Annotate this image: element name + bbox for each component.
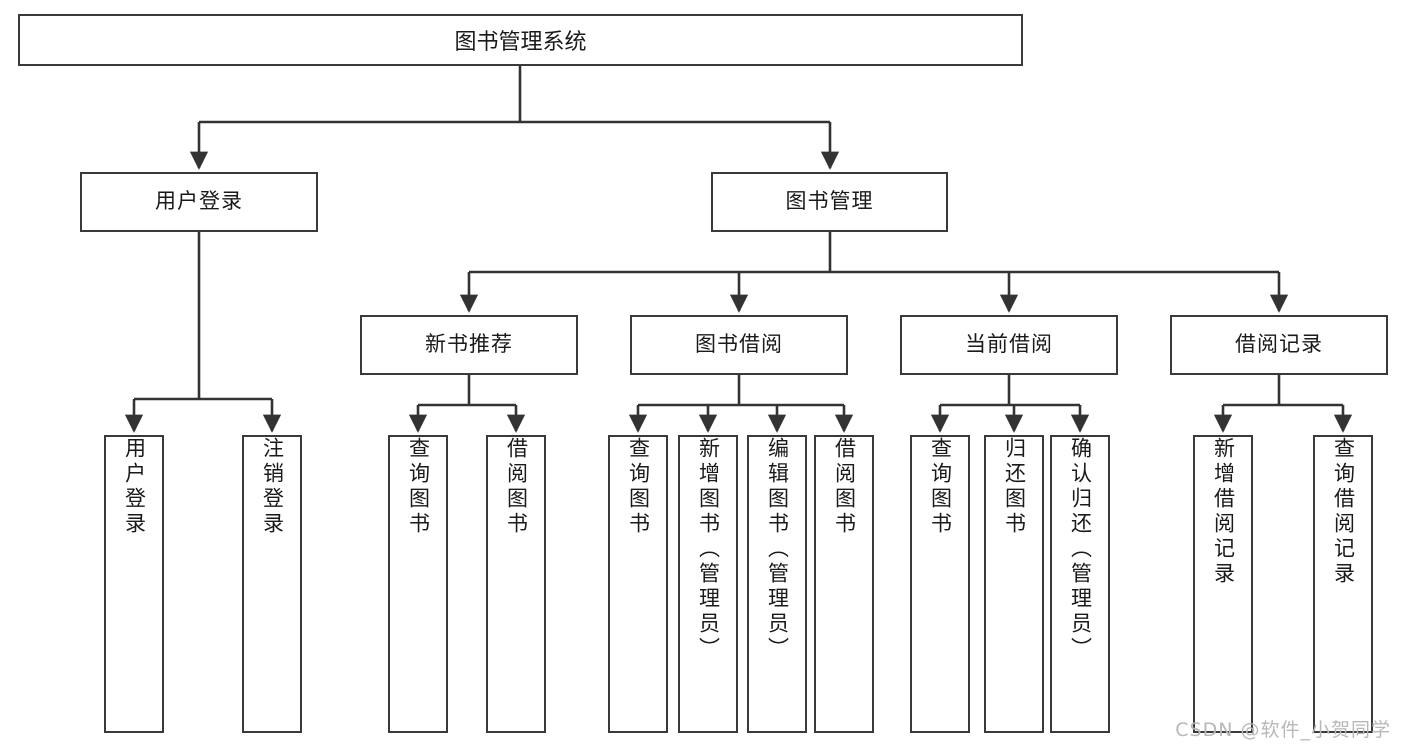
node-leaf-query-borrow-record[interactable]: 查询借阅记录 <box>1313 435 1373 733</box>
node-leaf-logout[interactable]: 注销登录 <box>242 435 302 733</box>
node-user-login[interactable]: 用户登录 <box>80 172 318 232</box>
node-leaf-edit-book[interactable]: 编辑图书（管理员） <box>747 435 807 733</box>
node-root-label: 图书管理系统 <box>454 30 587 55</box>
node-leaf-add-borrow-record[interactable]: 新增借阅记录 <box>1193 435 1253 733</box>
node-leaf-query-book-recommend-label: 查询图书 <box>406 437 431 537</box>
csdn-watermark: CSDN @软件_小贺同学 <box>1175 719 1391 741</box>
node-leaf-user-login[interactable]: 用户登录 <box>104 435 164 733</box>
node-leaf-query-book-current-label: 查询图书 <box>928 437 953 537</box>
node-book-borrow[interactable]: 图书借阅 <box>630 315 848 375</box>
node-leaf-borrow-book-recommend[interactable]: 借阅图书 <box>486 435 546 733</box>
node-leaf-query-book-current[interactable]: 查询图书 <box>910 435 970 733</box>
node-book-management[interactable]: 图书管理 <box>711 172 948 232</box>
node-leaf-add-book-label: 新增图书（管理员） <box>696 437 721 662</box>
node-book-borrow-label: 图书借阅 <box>695 332 783 357</box>
node-leaf-query-book-recommend[interactable]: 查询图书 <box>388 435 448 733</box>
node-leaf-query-borrow-record-label: 查询借阅记录 <box>1331 437 1356 587</box>
node-current-borrow-label: 当前借阅 <box>965 332 1053 357</box>
node-borrow-record[interactable]: 借阅记录 <box>1170 315 1388 375</box>
node-new-book-recommend-label: 新书推荐 <box>425 332 513 357</box>
node-leaf-edit-book-label: 编辑图书（管理员） <box>765 437 790 662</box>
node-leaf-return-book-label: 归还图书 <box>1002 437 1027 537</box>
node-leaf-user-login-label: 用户登录 <box>122 437 147 537</box>
node-leaf-return-book[interactable]: 归还图书 <box>984 435 1044 733</box>
node-leaf-logout-label: 注销登录 <box>260 437 285 537</box>
node-leaf-confirm-return-label: 确认归还（管理员） <box>1068 437 1093 662</box>
node-leaf-borrow-book[interactable]: 借阅图书 <box>814 435 874 733</box>
node-new-book-recommend[interactable]: 新书推荐 <box>360 315 578 375</box>
node-leaf-add-book[interactable]: 新增图书（管理员） <box>678 435 738 733</box>
node-root[interactable]: 图书管理系统 <box>18 14 1023 66</box>
node-user-login-label: 用户登录 <box>155 189 243 214</box>
node-leaf-borrow-book-label: 借阅图书 <box>832 437 857 537</box>
node-leaf-query-book-borrow-label: 查询图书 <box>626 437 651 537</box>
node-leaf-add-borrow-record-label: 新增借阅记录 <box>1211 437 1236 587</box>
node-leaf-query-book-borrow[interactable]: 查询图书 <box>608 435 668 733</box>
node-book-management-label: 图书管理 <box>785 189 874 214</box>
node-current-borrow[interactable]: 当前借阅 <box>900 315 1118 375</box>
node-leaf-confirm-return[interactable]: 确认归还（管理员） <box>1050 435 1110 733</box>
node-leaf-borrow-book-recommend-label: 借阅图书 <box>504 437 529 537</box>
node-borrow-record-label: 借阅记录 <box>1235 332 1323 357</box>
